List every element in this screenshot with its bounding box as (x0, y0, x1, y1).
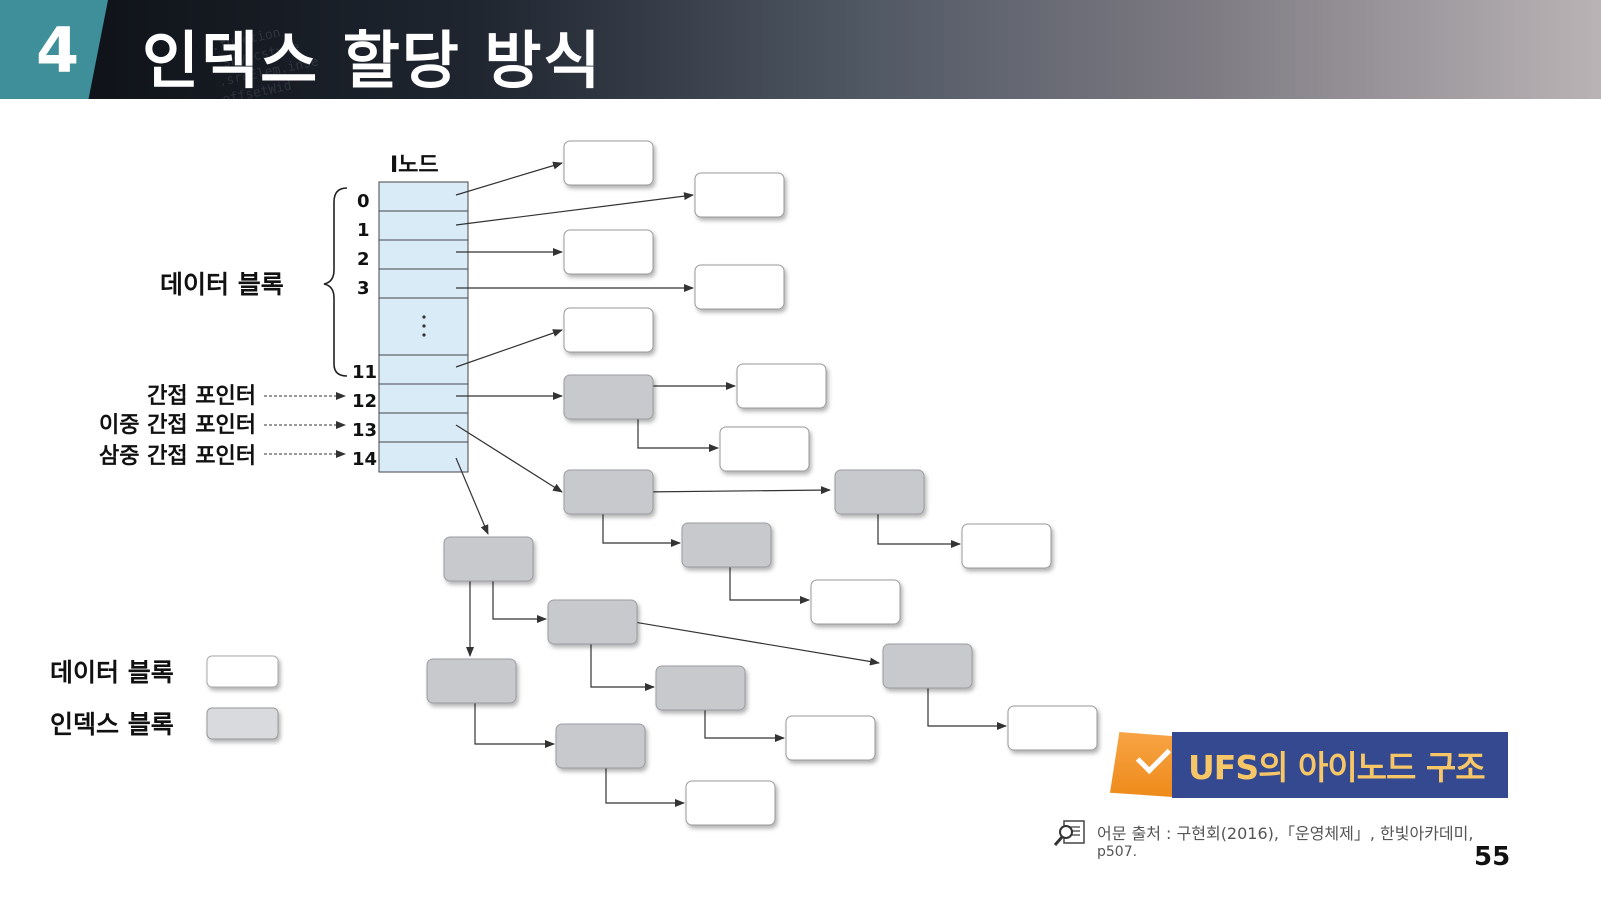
pointer-connector (590, 637, 655, 691)
legend-data-block-swatch (206, 655, 279, 688)
page-title: 인덱스 할당 방식 (142, 24, 603, 97)
pointer-arrow (627, 620, 880, 666)
pointer-arrow (455, 424, 563, 493)
data-block (694, 172, 785, 218)
inode-index-3: 3 (357, 278, 370, 299)
data-block (685, 780, 776, 826)
data-block (810, 579, 901, 625)
double-indirect-pointer-label: 이중 간접 포인터 (99, 413, 256, 438)
source-text-line1: 어문 출처 : 구현회(2016),「운영체제」, 한빛아카데미, (1097, 824, 1474, 843)
legend-index-block-label: 인덱스 블록 (50, 710, 174, 739)
legend-index-block-swatch (206, 707, 279, 740)
inode-index-1: 1 (357, 220, 370, 241)
inode-index-14: 14 (352, 449, 377, 470)
data-block (563, 229, 654, 275)
source-text-line2: p507. (1097, 844, 1138, 860)
index-block (834, 469, 925, 515)
pointer-connector (492, 577, 547, 623)
magnifier-book-icon (1053, 820, 1085, 846)
pointer-connector (927, 676, 1007, 730)
pointer-arrow (639, 486, 831, 495)
figure-caption-band: UFS의 아이노드 구조 (1110, 732, 1508, 798)
data-block (563, 307, 654, 353)
inode-index-12: 12 (352, 391, 377, 412)
inode-index-13: 13 (352, 420, 377, 441)
section-number: 4 (36, 14, 80, 87)
pointer-connector (704, 706, 785, 742)
caption-box: UFS의 아이노드 구조 (1172, 732, 1508, 798)
pointer-arrow (455, 192, 694, 226)
ellipsis-dot (422, 324, 426, 328)
index-block (681, 522, 772, 568)
pointer-connector (637, 412, 719, 452)
inode-index-2: 2 (357, 249, 370, 270)
data-block-brace (323, 187, 348, 377)
legend-data-block-label: 데이터 블록 (50, 658, 174, 687)
index-block (563, 469, 654, 515)
ellipsis-dot (422, 333, 426, 337)
data-block (694, 264, 785, 310)
index-block (426, 658, 517, 704)
page-number: 55 (1474, 842, 1511, 872)
pointer-connector (729, 560, 810, 604)
inode-label: I노드 (390, 153, 439, 178)
data-block (785, 715, 876, 761)
data-block (961, 523, 1052, 569)
ellipsis-dot (422, 315, 426, 319)
data-block-group-label: 데이터 블록 (160, 270, 284, 299)
indirect-pointer-label: 간접 포인터 (147, 384, 256, 409)
pointer-connector (474, 697, 555, 748)
data-block (1007, 705, 1098, 751)
triple-indirect-pointer-label: 삼중 간접 포인터 (99, 444, 256, 469)
index-block (882, 643, 973, 689)
legend: 데이터 블록 인덱스 블록 (50, 655, 279, 740)
pointer-connector (877, 504, 961, 548)
figure-caption: UFS의 아이노드 구조 (1188, 748, 1486, 787)
inode-index-11: 11 (352, 362, 377, 383)
data-block (563, 140, 654, 186)
inode-index-0: 0 (357, 191, 370, 212)
pointer-arrow (455, 161, 563, 196)
index-block (555, 723, 646, 769)
data-block (719, 426, 810, 472)
header-banner: .function _shy.cstyle .srcElem.inse offs… (0, 0, 1601, 99)
index-block (547, 599, 638, 645)
index-block (563, 374, 654, 420)
pointer-arrow (455, 329, 563, 368)
pointer-connector (602, 508, 681, 547)
index-block (655, 665, 746, 711)
section-number-badge (0, 0, 108, 99)
pointer-arrow (455, 457, 489, 535)
pointer-connector (605, 762, 685, 807)
data-block (736, 363, 827, 409)
index-block (443, 536, 534, 582)
inode-table (378, 181, 469, 473)
